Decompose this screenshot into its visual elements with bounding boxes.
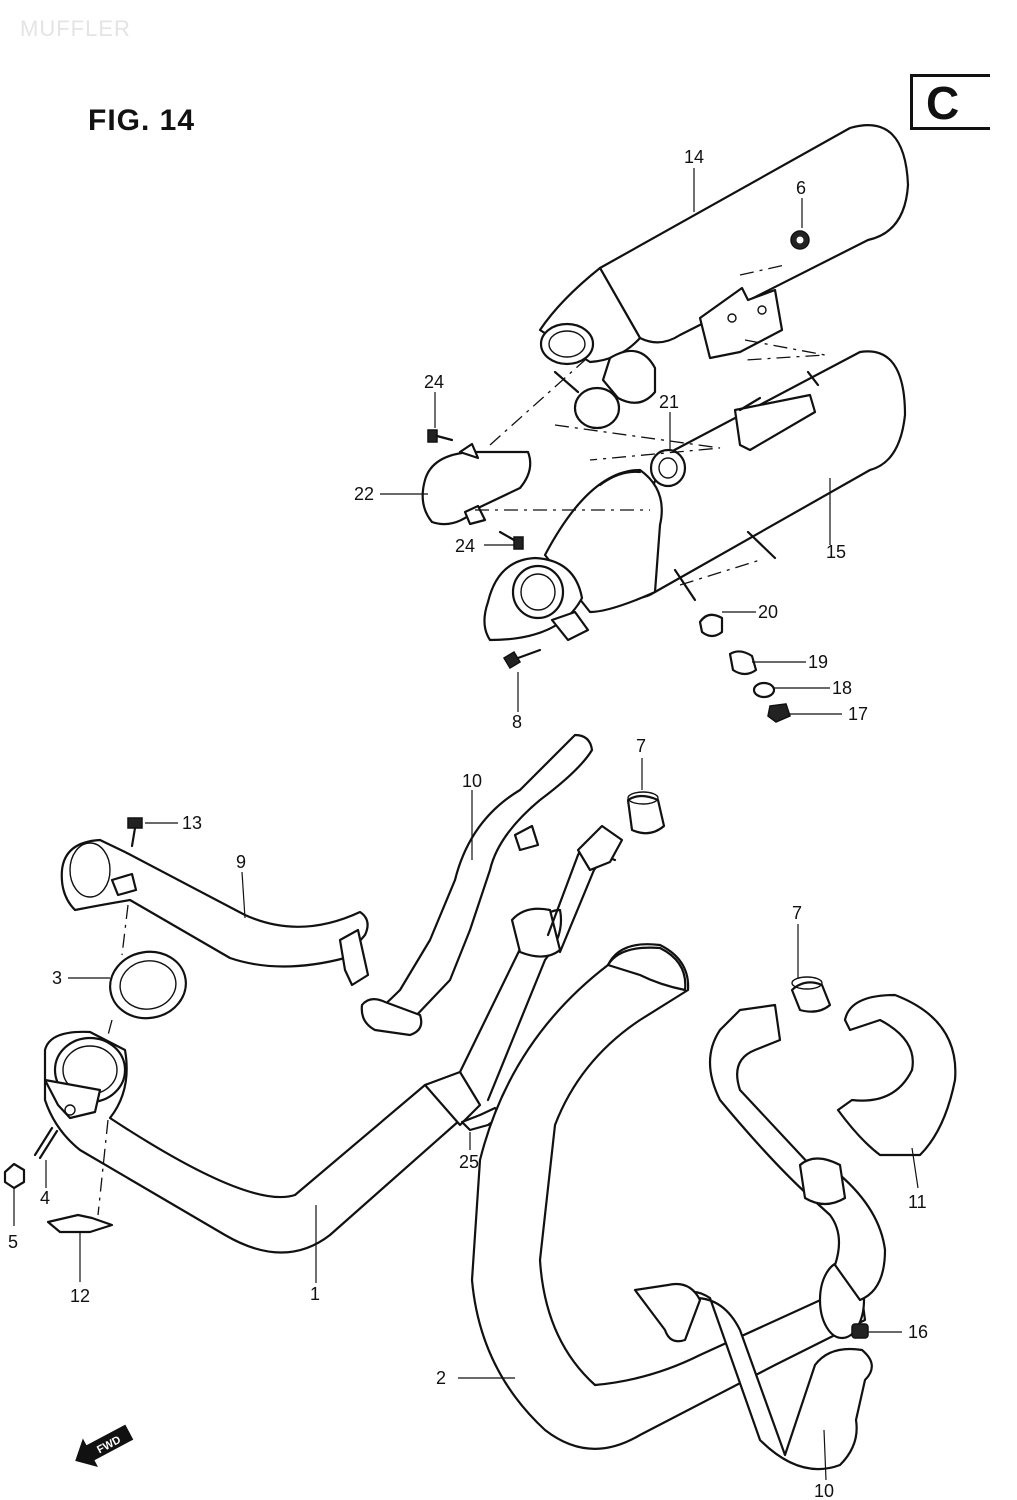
- callout-6: 6: [796, 178, 806, 198]
- callout-21: 19: [808, 652, 828, 672]
- bolt-17: [851, 1323, 869, 1339]
- pipe-12: [836, 993, 957, 1157]
- callout-3: 3: [52, 968, 62, 988]
- callouts: 14 6 24 21 22 24 15 20 19 18 17 8 7 10 1…: [8, 147, 928, 1500]
- pipe-11: [633, 1282, 873, 1471]
- callout-20: 20: [758, 602, 778, 622]
- callout-11: 10: [814, 1481, 834, 1500]
- callout-24-lower: 24: [455, 536, 475, 556]
- leader-lines: [13, 168, 919, 1481]
- callout-4: 4: [40, 1188, 50, 1208]
- callout-23: 22: [354, 484, 374, 504]
- callout-25: 25: [459, 1152, 479, 1172]
- callout-13: 12: [70, 1286, 90, 1306]
- callout-12: 11: [908, 1192, 927, 1212]
- callout-14: 13: [182, 813, 202, 833]
- fwd-arrow: FWD: [75, 1424, 134, 1468]
- cross-pipe: [709, 1003, 887, 1302]
- bolt-8: [502, 648, 542, 670]
- callout-9: 9: [236, 852, 246, 872]
- cushion-21: [728, 650, 758, 676]
- pipe-10: [360, 733, 594, 1037]
- callout-7-right: 7: [792, 903, 802, 923]
- callout-18: 17: [848, 704, 868, 724]
- gasket-3: [109, 950, 187, 1020]
- muffler-upper: [538, 124, 910, 430]
- figure-title: FIG. 14: [88, 104, 196, 137]
- pipe-1: [43, 824, 624, 1254]
- callout-16: 15: [826, 542, 846, 562]
- bolt-24-upper: [427, 429, 454, 443]
- muffler-lower: [483, 350, 907, 642]
- callout-7-upper: 7: [636, 736, 646, 756]
- nut-5: [3, 1162, 26, 1190]
- callout-24-upper: 24: [424, 372, 444, 392]
- washer-19: [752, 681, 776, 699]
- collar-20: [698, 613, 724, 638]
- callout-2: 2: [436, 1368, 446, 1388]
- bracket-13: [46, 1213, 114, 1234]
- callout-5: 5: [8, 1232, 18, 1252]
- nut-18: [767, 703, 791, 723]
- nut-6: [790, 230, 810, 250]
- assembly-lines: [97, 264, 826, 1216]
- section-box: [910, 74, 990, 130]
- section-letter: C: [926, 77, 960, 129]
- heat-shield-23: [421, 442, 532, 526]
- watermark-text: MUFFLER: [20, 16, 131, 41]
- bolt-24-lower: [498, 530, 524, 550]
- mount-stack: [698, 613, 791, 723]
- callout-15: 14: [684, 147, 704, 167]
- callout-1: 1: [310, 1284, 320, 1304]
- callout-10: 10: [462, 771, 482, 791]
- sleeve-7-upper: [626, 791, 666, 835]
- stud-4: [33, 1126, 59, 1160]
- sleeve-7-right: [790, 976, 832, 1013]
- bolt-14: [127, 817, 143, 848]
- callout-19: 18: [832, 678, 852, 698]
- callout-8: 8: [512, 712, 522, 732]
- fwd-label: FWD: [95, 1434, 123, 1456]
- callout-17: 16: [908, 1322, 928, 1342]
- callout-22: 21: [659, 392, 679, 412]
- gasket-22: [649, 448, 687, 488]
- pipe-9: [60, 838, 370, 987]
